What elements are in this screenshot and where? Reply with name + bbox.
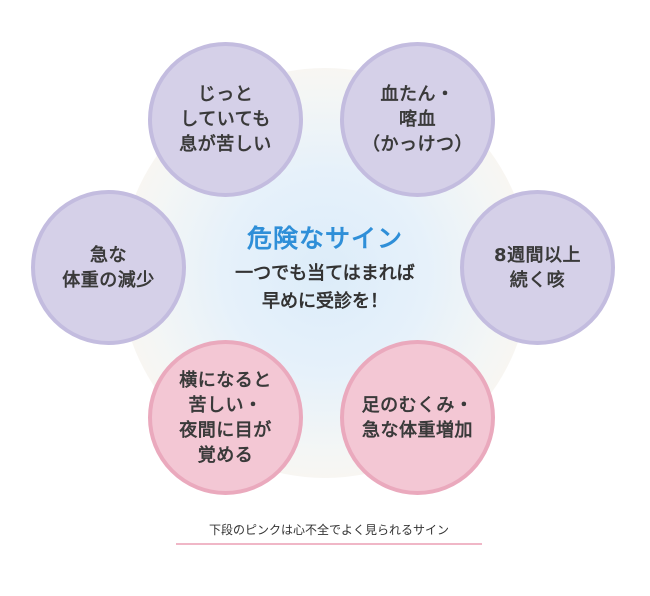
sign-bubble-bloody-sputum: 血たん・ 喀血 （かっけつ） [340, 42, 495, 197]
sign-text: 急な 体重の減少 [62, 244, 155, 291]
sign-bubble-orthopnea: 横になると 苦しい・ 夜間に目が 覚める [148, 340, 303, 495]
caption: 下段のピンクは心不全でよく見られるサイン [176, 521, 482, 545]
sign-text: 8週間以上 続く咳 [493, 244, 582, 291]
center-message: 危険なサイン 一つでも当てはまれば 早めに受診を！ [200, 222, 450, 316]
sign-text: 足のむくみ・ 急な体重増加 [361, 394, 474, 441]
sign-bubble-breathless-at-rest: じっと していても 息が苦しい [148, 42, 303, 197]
advice-text: 一つでも当てはまれば 早めに受診を！ [235, 263, 415, 312]
sign-bubble-weight-loss: 急な 体重の減少 [31, 190, 186, 345]
sign-text: 血たん・ 喀血 （かっけつ） [362, 84, 473, 155]
sign-bubble-edema-weight-gain: 足のむくみ・ 急な体重増加 [340, 340, 495, 495]
sign-text: 横になると 苦しい・ 夜間に目が 覚める [179, 369, 272, 466]
sign-bubble-long-cough: 8週間以上 続く咳 [460, 190, 615, 345]
headline: 危険なサイン [246, 224, 403, 253]
sign-text: じっと していても 息が苦しい [179, 84, 272, 155]
